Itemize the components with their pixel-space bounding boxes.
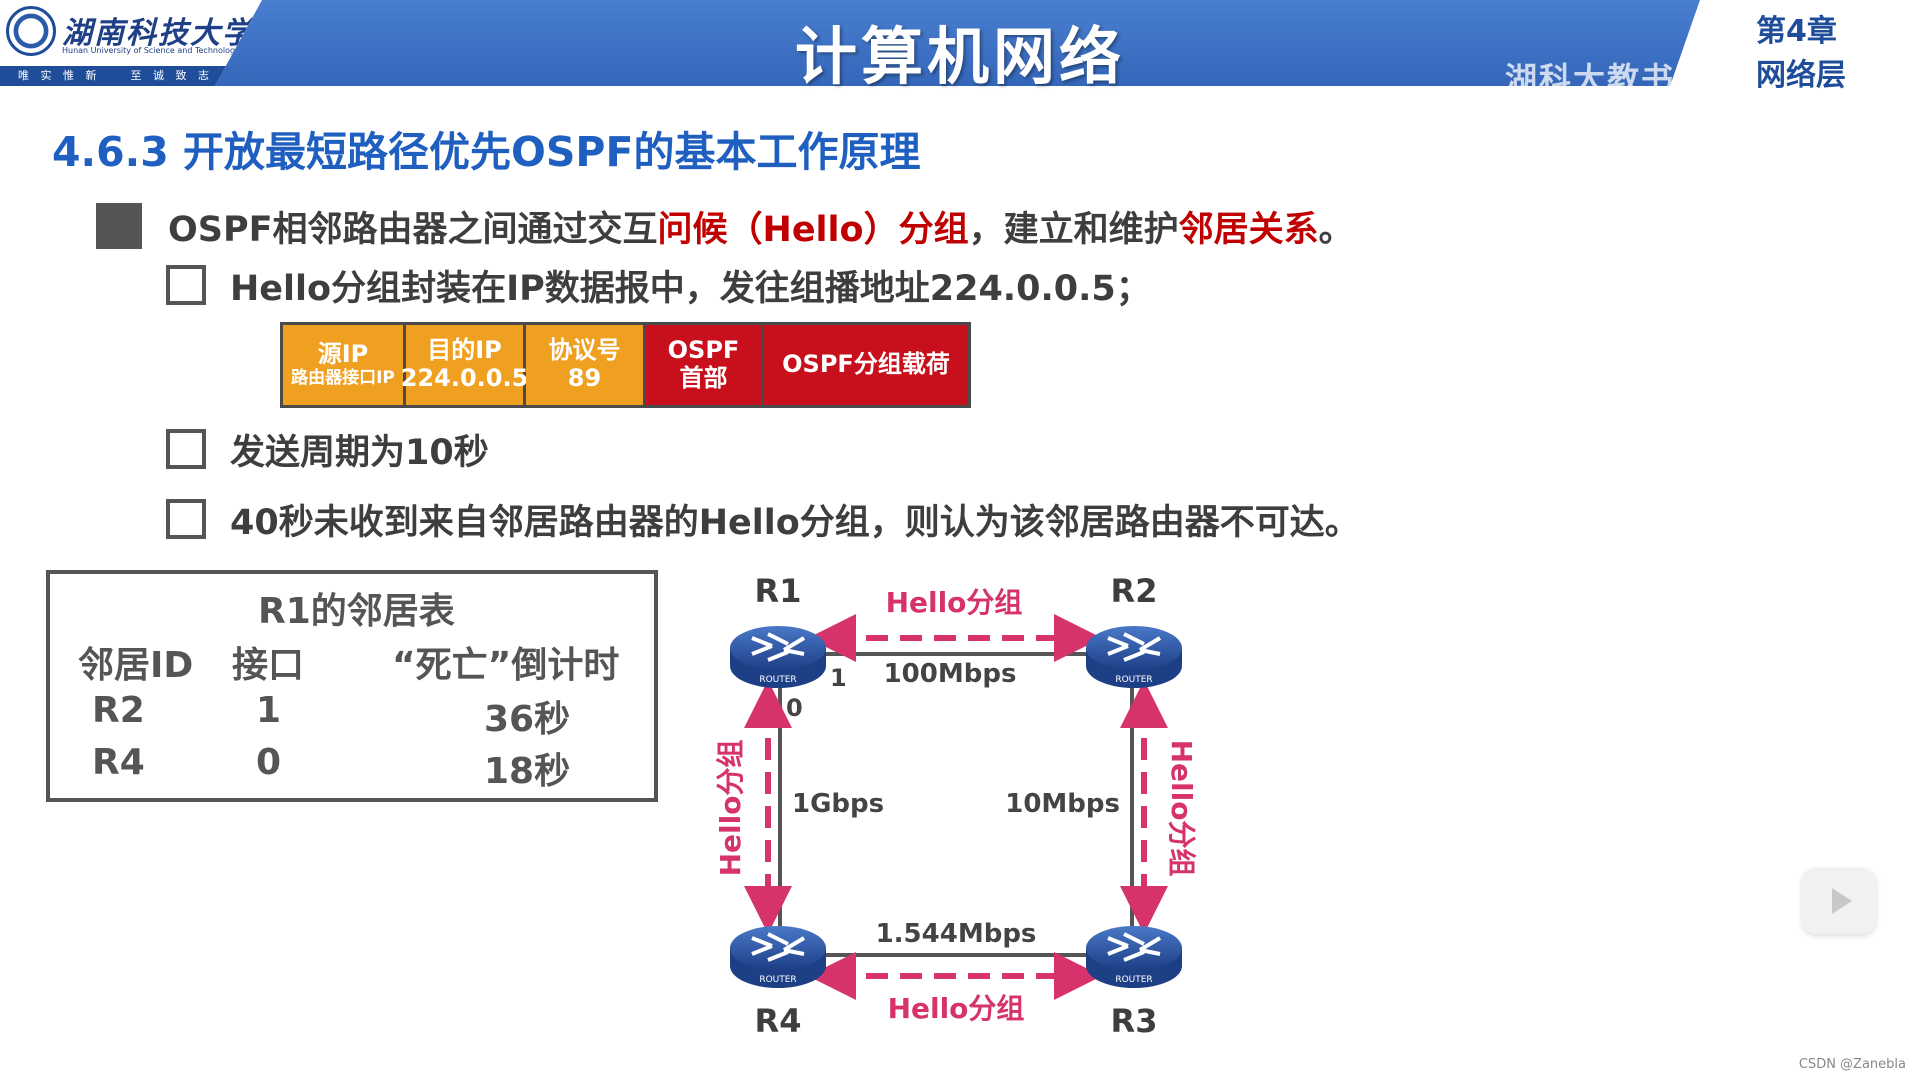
- text-part: 。: [1318, 209, 1354, 250]
- router-r3-icon-label: ROUTER: [1115, 975, 1152, 985]
- neighbor-table-title: R1的邻居表: [258, 591, 455, 632]
- dst-ip-value: 224.0.0.5: [400, 364, 529, 392]
- empty-square-bullet-icon: [166, 429, 206, 469]
- table-cell: R4: [92, 742, 145, 783]
- hello-label-right: Hello分组: [1165, 740, 1198, 877]
- empty-square-bullet-icon: [166, 499, 206, 539]
- ospf-payload-label: OSPF分组载荷: [782, 350, 950, 379]
- text-part: ，建立和维护: [968, 209, 1179, 250]
- r1-neighbor-table: R1的邻居表 邻居ID 接口 “死亡”倒计时 R2 1 36秒 R4 0 18秒: [46, 570, 658, 802]
- dst-ip-label: 目的IP: [427, 336, 502, 365]
- link-r4-r3-bandwidth: 1.544Mbps: [876, 919, 1037, 949]
- ospf-payload-field: OSPF分组载荷: [764, 325, 968, 405]
- table-cell: 1: [256, 690, 282, 731]
- slide-header: 湖南科技大学 Hunan University of Science and T…: [0, 0, 1920, 98]
- ospf-topology-diagram: ROUTER ROUTER ROUTER ROUTER R1 R2 R3 R4 …: [714, 572, 1198, 1040]
- table-cell: 36秒: [484, 699, 571, 740]
- ip-packet-structure: 源IP 路由器接口IP 目的IP 224.0.0.5 协议号 89 OSPF 首…: [280, 322, 971, 408]
- highlight-hello: 问候（Hello）分组: [657, 209, 969, 250]
- course-title: 计算机网络: [794, 20, 1125, 93]
- r1-interface-1: 1: [830, 664, 847, 692]
- table-cell: 0: [256, 742, 282, 783]
- sub-bullet-1: Hello分组封装在IP数据报中，发往组播地址224.0.0.5；: [166, 262, 1151, 309]
- r1-interface-0: 0: [786, 694, 803, 722]
- router-r2-label: R2: [1111, 572, 1158, 610]
- sub-bullet-3: 40秒未收到来自邻居路由器的Hello分组，则认为该邻居路由器不可达。: [166, 496, 1360, 543]
- dst-ip-field: 目的IP 224.0.0.5: [401, 325, 528, 405]
- router-r1-icon-label: ROUTER: [759, 675, 796, 685]
- highlight-neighbor: 邻居关系: [1178, 209, 1319, 250]
- router-r4-label: R4: [755, 1002, 802, 1040]
- table-cell: R2: [92, 690, 145, 731]
- src-ip-label: 源IP: [317, 340, 369, 369]
- section-title: 4.6.3 开放最短路径优先OSPF的基本工作原理: [52, 128, 921, 176]
- protocol-field: 协议号 89: [526, 325, 643, 405]
- sub-bullet-text: 发送周期为10秒: [230, 432, 489, 473]
- link-r2-r3-bandwidth: 10Mbps: [1005, 789, 1120, 819]
- hello-label-top: Hello分组: [886, 586, 1023, 619]
- sub-bullet-text: 40秒未收到来自邻居路由器的Hello分组，则认为该邻居路由器不可达。: [230, 502, 1360, 543]
- src-ip-field: 源IP 路由器接口IP: [283, 325, 403, 405]
- csdn-credit: CSDN @Zanebla: [1798, 1057, 1906, 1072]
- header-dead-timer: “死亡”倒计时: [392, 645, 620, 686]
- router-r1-label: R1: [755, 572, 802, 610]
- chapter-badge: [1670, 0, 1920, 86]
- header-neighbor-id: 邻居ID: [78, 645, 194, 686]
- university-name-cn: 湖南科技大学: [62, 16, 254, 51]
- table-cell: 18秒: [484, 751, 571, 792]
- main-bullet: OSPF相邻路由器之间通过交互问候（Hello）分组，建立和维护邻居关系。: [96, 200, 1354, 252]
- ospf-header-l1: OSPF: [667, 336, 740, 365]
- router-r4-icon-label: ROUTER: [759, 975, 796, 985]
- ospf-header-l2: 首部: [679, 364, 728, 392]
- empty-square-bullet-icon: [166, 265, 206, 305]
- src-ip-value: 路由器接口IP: [291, 368, 395, 389]
- chapter-number: 第4章: [1756, 14, 1837, 49]
- play-button[interactable]: [1802, 868, 1876, 934]
- university-motto: 唯 实 惟 新 至 诚 致 志: [0, 66, 230, 86]
- text-part: OSPF相邻路由器之间通过交互: [168, 209, 658, 250]
- university-logo: 湖南科技大学 Hunan University of Science and T…: [0, 0, 262, 86]
- ospf-header-field: OSPF 首部: [646, 325, 761, 405]
- protocol-value: 89: [567, 364, 602, 392]
- chapter-name: 网络层: [1756, 58, 1846, 93]
- link-r1-r2-bandwidth: 100Mbps: [884, 659, 1017, 689]
- header-interface: 接口: [232, 645, 305, 686]
- hello-label-left: Hello分组: [714, 740, 747, 877]
- sub-bullet-text: Hello分组封装在IP数据报中，发往组播地址224.0.0.5；: [230, 268, 1151, 309]
- router-r3-label: R3: [1111, 1002, 1158, 1040]
- university-name-en: Hunan University of Science and Technolo…: [62, 46, 240, 55]
- router-r2-icon-label: ROUTER: [1115, 675, 1152, 685]
- sub-bullet-2: 发送周期为10秒: [166, 426, 489, 473]
- filled-square-bullet-icon: [96, 203, 142, 249]
- protocol-label: 协议号: [548, 336, 621, 365]
- university-emblem-icon: [6, 6, 56, 56]
- hello-label-bottom: Hello分组: [888, 992, 1025, 1025]
- link-r1-r4-bandwidth: 1Gbps: [792, 789, 884, 819]
- main-bullet-text: OSPF相邻路由器之间通过交互问候（Hello）分组，建立和维护邻居关系。: [168, 201, 1354, 252]
